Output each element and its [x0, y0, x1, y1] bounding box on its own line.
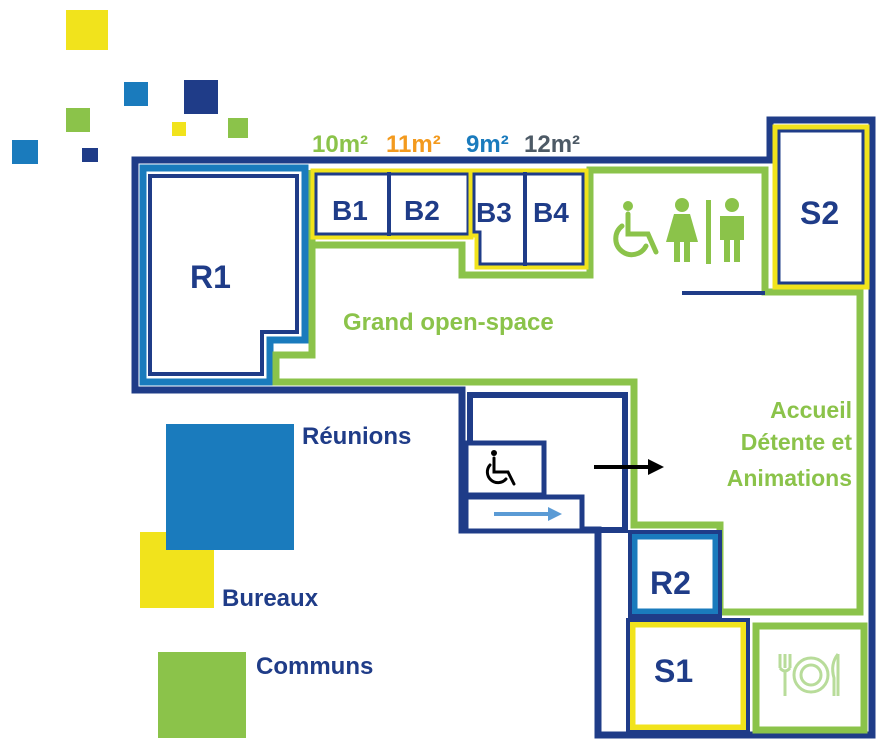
woman-icon: [666, 198, 698, 262]
man-icon: [720, 198, 744, 262]
restaurant-icon: [778, 653, 840, 696]
room-label-b1: B1: [332, 195, 368, 226]
room-kitchen: [752, 622, 868, 734]
room-label-r1: R1: [190, 259, 231, 295]
decorative-squares: [12, 10, 248, 164]
room-s1: [626, 618, 750, 734]
room-s2: [772, 124, 870, 290]
area-b3: 9m²: [466, 131, 509, 158]
wheelchair-icon: [485, 450, 516, 486]
arrow-right-icon: [594, 459, 664, 475]
wheelchair-icon: [613, 201, 659, 258]
room-label-s1: S1: [654, 653, 693, 689]
building-outline: [131, 116, 876, 739]
room-label-b2: B2: [404, 195, 440, 226]
offices-block: [310, 168, 589, 270]
room-r2: [628, 530, 722, 618]
area-b2: 11m²: [386, 131, 441, 158]
legend-swatches: [140, 424, 294, 738]
area-b1: 10m²: [312, 131, 368, 158]
room-label-s2: S2: [800, 195, 839, 231]
arrow-right-icon: [494, 507, 562, 521]
room-r1: [139, 164, 309, 386]
legend-communs: Communs: [256, 653, 373, 680]
open-space-label: Grand open-space: [343, 309, 554, 336]
area-b4: 12m²: [524, 131, 580, 158]
room-label-b4: B4: [533, 197, 569, 228]
accueil-label-2: Détente et: [741, 429, 853, 455]
room-label-b3: B3: [476, 197, 512, 228]
toilet-divider: [706, 200, 711, 264]
legend-bureaux: Bureaux: [222, 585, 319, 612]
room-label-r2: R2: [650, 565, 691, 601]
accueil-label-1: Accueil: [770, 397, 852, 423]
legend-reunions: Réunions: [302, 423, 411, 450]
open-space-outline: [272, 166, 864, 616]
accueil-label-3: Animations: [727, 465, 852, 491]
